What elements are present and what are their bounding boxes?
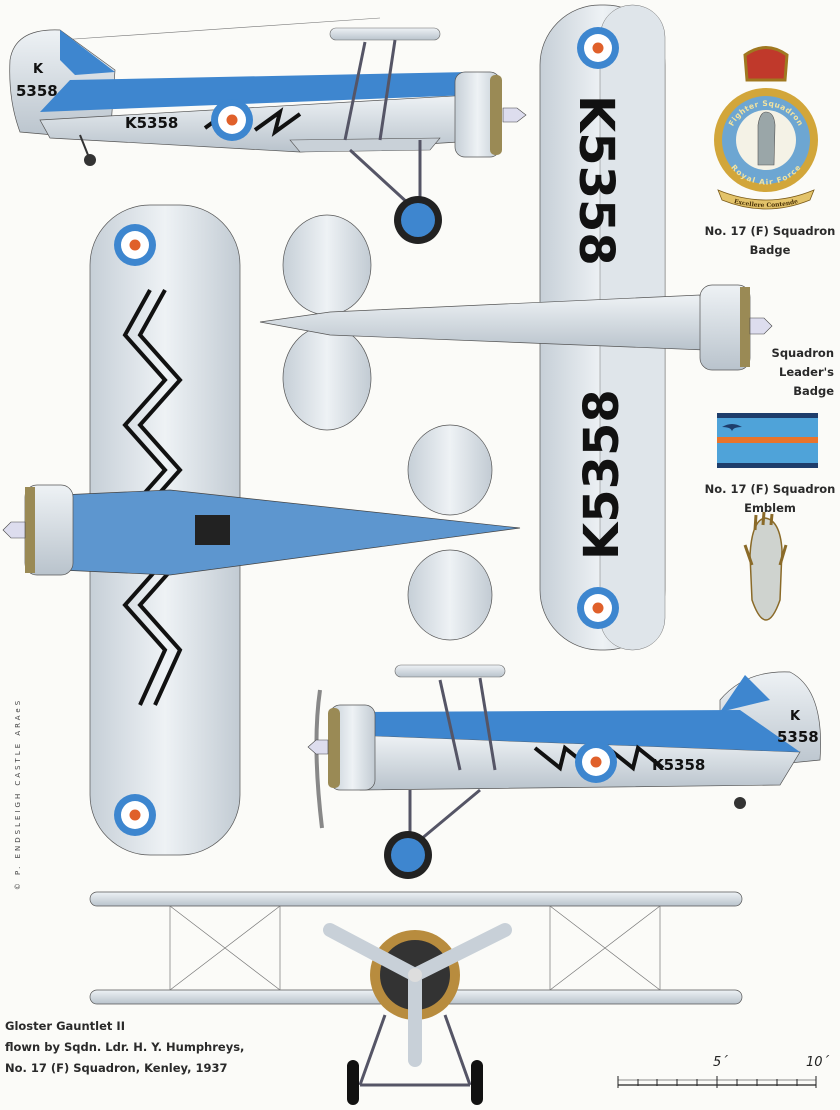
emblem-caption: No. 17 (F) Squadron Emblem [700,480,840,518]
title-line1: Gloster Gauntlet II [5,1019,125,1033]
tail-number-2: 5358 [777,728,819,746]
squadron-leader-flag [717,413,818,468]
tail-letter: K [33,62,44,77]
leader-caption-line1: Squadron [771,346,834,360]
lower-wing-serial: K5358 [574,389,630,560]
leader-caption-line2: Leader's [779,365,834,379]
side-view-left-facing: K 5358 K5358 [307,664,821,879]
plan-view-top: K5358 K5358 [259,4,773,651]
emblem-caption-line1: No. 17 (F) Squadron [704,482,836,496]
scale-label-10: 10´ [806,1055,830,1070]
fuselage-serial: K5358 [125,114,178,132]
leader-badge-caption: Squadron Leader's Badge [720,344,834,401]
badge-caption-line1: No. 17 (F) Squadron [704,224,836,238]
scale-bar: 5´ 10´ [617,1055,830,1088]
front-view [89,891,743,1105]
plate-title: Gloster Gauntlet II flown by Sqdn. Ldr. … [5,1016,305,1079]
tail-number: 5358 [16,82,58,100]
emblem-caption-line2: Emblem [744,501,796,515]
scale-label-5: 5´ [713,1055,728,1070]
leader-caption-line3: Badge [793,384,834,398]
plan-view-underside [2,204,521,856]
badge-caption-line2: Badge [749,243,791,257]
fuselage-serial-2: K5358 [652,756,705,774]
title-line3: No. 17 (F) Squadron, Kenley, 1937 [5,1061,228,1075]
upper-wing-serial: K5358 [568,95,624,266]
badge-caption: No. 17 (F) Squadron Badge [700,222,840,260]
gauntlet-emblem [743,511,788,621]
artist-credit: © P. ENDSLEIGH CASTLE ARAeS [14,697,22,891]
badge-motto: Excellere Contende [733,198,799,209]
title-line2: flown by Sqdn. Ldr. H. Y. Humphreys, [5,1040,245,1054]
badge-motto-textpath: Excellere Contende [733,198,799,209]
tail-letter-2: K [790,709,801,724]
squadron-badge: Fighter Squadron Royal Air Force Excelle… [714,46,818,210]
side-view-right-facing: K 5358 K5358 [9,17,527,244]
